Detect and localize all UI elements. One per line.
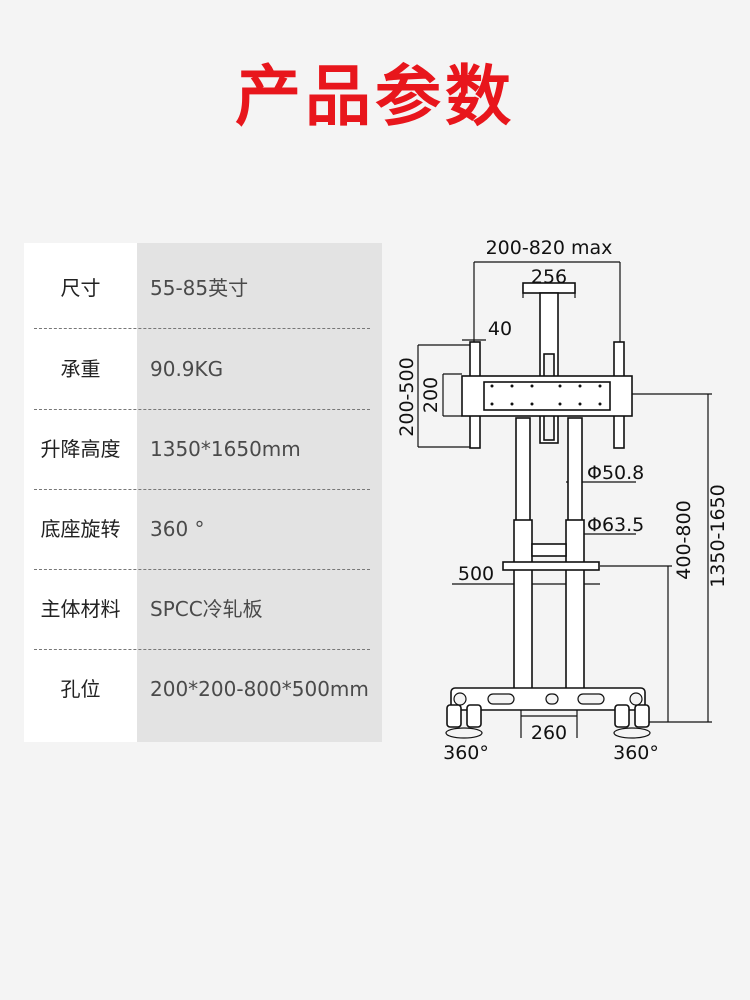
- row-divider: [34, 569, 370, 570]
- row-divider: [34, 489, 370, 490]
- value-column-background: [137, 243, 382, 742]
- spec-value: 1350*1650mm: [150, 437, 301, 461]
- width-range-label: 200-820 max: [486, 237, 613, 259]
- spec-label: 孔位: [60, 677, 101, 701]
- bracket-offset-label: 40: [488, 318, 512, 340]
- top-bracket-label: 256: [531, 266, 567, 288]
- spec-value: 200*200-800*500mm: [150, 677, 369, 701]
- spec-row-lift: 升降高度 1350*1650mm: [24, 409, 382, 489]
- height-min-label: 200: [420, 377, 442, 413]
- upper-pole-diameter-label: Φ50.8: [587, 462, 644, 484]
- page-title: 产品参数: [235, 58, 515, 135]
- total-height-label: 1350-1650: [707, 484, 729, 588]
- row-divider: [34, 328, 370, 329]
- row-divider: [34, 649, 370, 650]
- spec-value: 360 °: [150, 517, 205, 541]
- spec-row-size: 尺寸 55-85英寸: [24, 248, 382, 328]
- spec-row-load: 承重 90.9KG: [24, 329, 382, 409]
- spec-row-material: 主体材料 SPCC冷轧板: [24, 569, 382, 649]
- spec-row-rotation: 底座旋转 360 °: [24, 489, 382, 569]
- row-divider: [34, 409, 370, 410]
- spec-value: 55-85英寸: [150, 276, 249, 300]
- spec-value: SPCC冷轧板: [150, 597, 263, 621]
- height-range-label: 200-500: [396, 357, 418, 436]
- right-rotation-label: 360°: [613, 742, 659, 764]
- lower-pole-diameter-label: Φ63.5: [587, 514, 644, 536]
- spec-table: 尺寸 55-85英寸 承重 90.9KG 升降高度 1350*1650mm 底座…: [24, 243, 382, 742]
- spec-label: 底座旋转: [40, 517, 121, 541]
- spec-label: 升降高度: [40, 437, 121, 461]
- spec-value: 90.9KG: [150, 357, 224, 381]
- lift-range-label: 400-800: [673, 500, 695, 579]
- spec-label: 主体材料: [40, 597, 121, 621]
- tv-stand-dimension-diagram: 200-820 max 256 40 200-500 200 Φ50.8 Φ63…: [396, 237, 729, 764]
- left-rotation-label: 360°: [443, 742, 489, 764]
- spec-row-hole: 孔位 200*200-800*500mm: [24, 649, 382, 729]
- base-spacing-label: 260: [531, 722, 567, 744]
- spec-label: 承重: [60, 357, 101, 381]
- shelf-width-label: 500: [458, 563, 494, 585]
- spec-label: 尺寸: [60, 276, 101, 300]
